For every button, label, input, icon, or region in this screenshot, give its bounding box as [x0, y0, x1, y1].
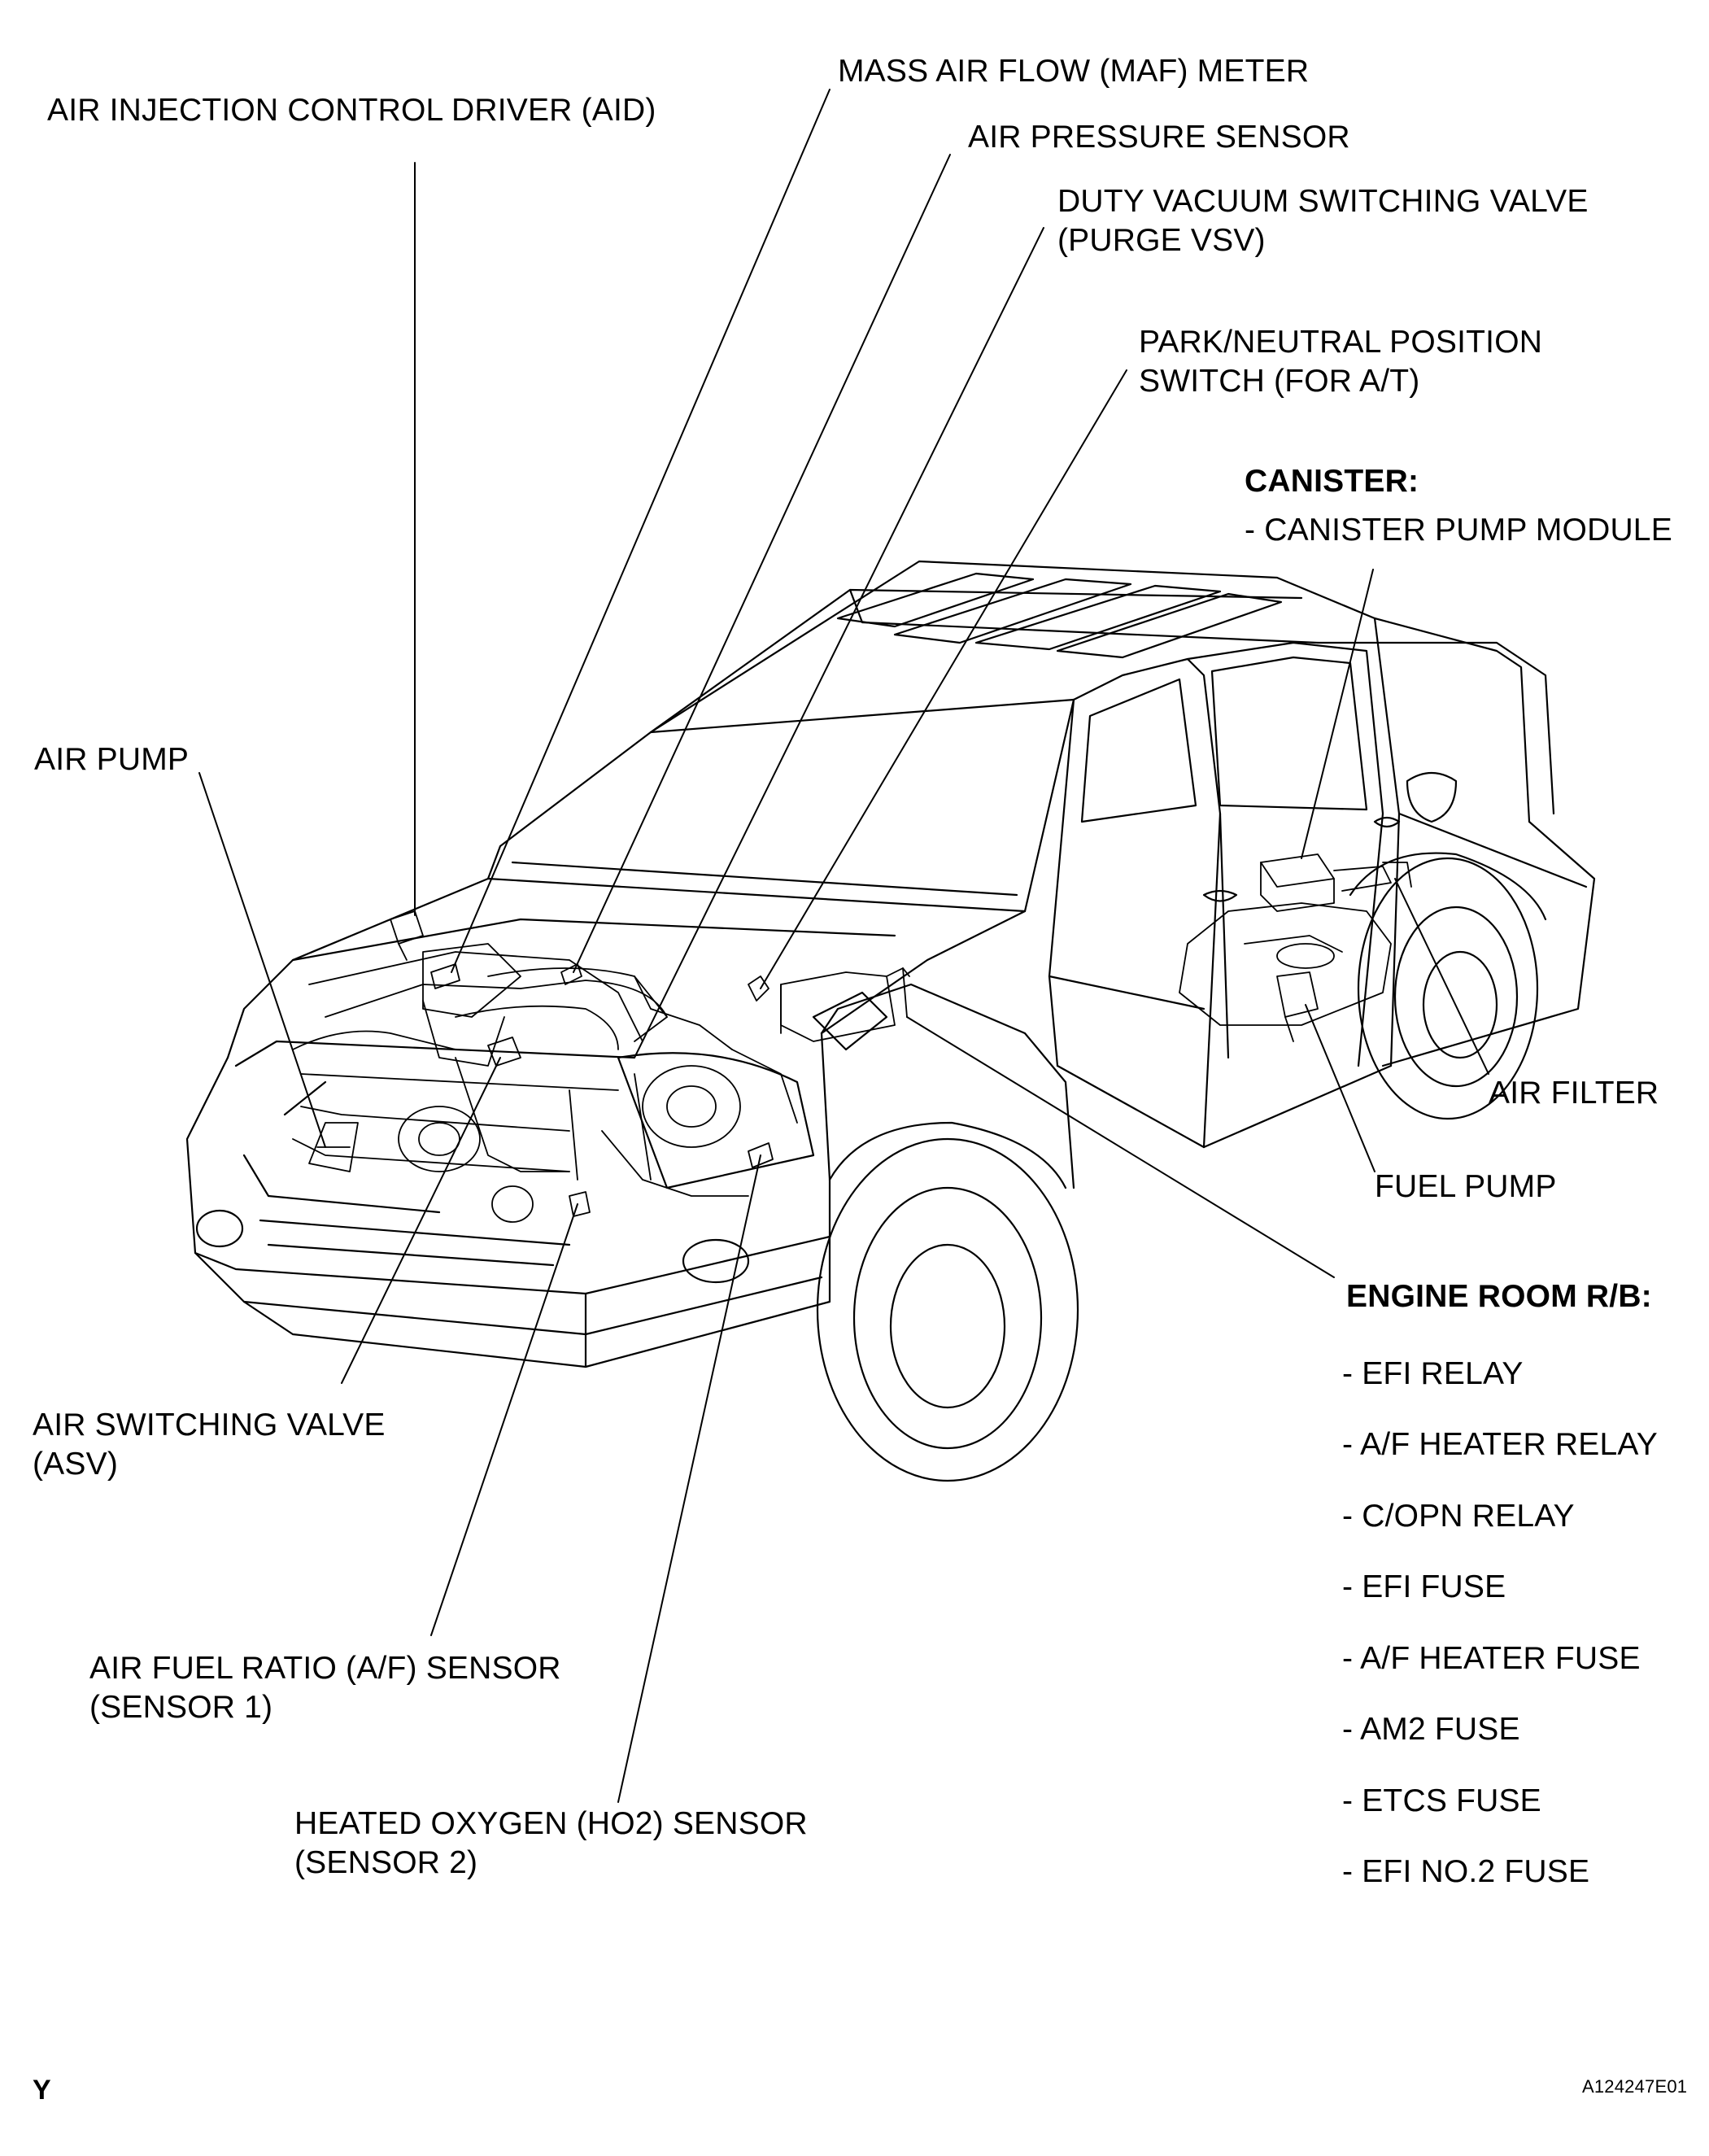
label-asv-line1: AIR SWITCHING VALVE — [33, 1408, 386, 1442]
label-purge-vsv-line1: DUTY VACUUM SWITCHING VALVE — [1057, 184, 1589, 219]
engine-room-item: - EFI RELAY — [1342, 1356, 1524, 1391]
label-park-neutral-line2: SWITCH (FOR A/T) — [1139, 364, 1420, 399]
engine-room-item: - EFI NO.2 FUSE — [1342, 1854, 1590, 1889]
label-ho2-line1: HEATED OXYGEN (HO2) SENSOR — [294, 1806, 808, 1841]
label-af-sensor: AIR FUEL RATIO (A/F) SENSOR (SENSOR 1) — [89, 1649, 561, 1727]
engine-room-item: - C/OPN RELAY — [1342, 1499, 1575, 1534]
engine-room-item: - A/F HEATER RELAY — [1342, 1427, 1658, 1462]
leader-park-neutral — [760, 369, 1127, 989]
label-air-filter: AIR FILTER — [1489, 1076, 1659, 1111]
figure-code: A124247E01 — [1582, 2076, 1688, 2097]
label-canister-title: CANISTER: — [1245, 464, 1419, 499]
truck-body — [185, 560, 1596, 1482]
leader-air-pressure — [573, 154, 951, 973]
engine-room-item: - AM2 FUSE — [1342, 1712, 1520, 1747]
label-air-pump: AIR PUMP — [34, 742, 190, 777]
label-ho2: HEATED OXYGEN (HO2) SENSOR (SENSOR 2) — [294, 1805, 808, 1883]
leader-fuel-pump — [1305, 1004, 1375, 1172]
label-canister-pump: - CANISTER PUMP MODULE — [1245, 513, 1672, 548]
label-aid: AIR INJECTION CONTROL DRIVER (AID) — [47, 93, 656, 128]
engine-room-item: - ETCS FUSE — [1342, 1783, 1541, 1818]
footer-left-mark: Y — [33, 2075, 51, 2106]
leader-engine-room — [906, 1016, 1335, 1278]
label-purge-vsv-line2: (PURGE VSV) — [1057, 223, 1266, 258]
leader-asv — [341, 1057, 501, 1384]
label-air-pressure: AIR PRESSURE SENSOR — [968, 120, 1350, 155]
label-park-neutral-line1: PARK/NEUTRAL POSITION — [1139, 325, 1543, 360]
leader-canister-pump — [1301, 569, 1374, 859]
label-fuel-pump: FUEL PUMP — [1375, 1169, 1557, 1204]
leader-ho2 — [617, 1154, 761, 1803]
engine-bay — [292, 910, 910, 1223]
leader-air-pump — [198, 772, 326, 1148]
leader-maf — [451, 89, 831, 973]
label-af-sensor-line2: (SENSOR 1) — [89, 1690, 273, 1725]
leader-lines — [198, 89, 1489, 1803]
engine-room-item: - EFI FUSE — [1342, 1569, 1506, 1604]
engine-room-item: - A/F HEATER FUSE — [1342, 1641, 1641, 1676]
label-asv: AIR SWITCHING VALVE (ASV) — [33, 1406, 386, 1484]
label-maf: MASS AIR FLOW (MAF) METER — [838, 54, 1310, 89]
leader-air-filter — [1394, 878, 1489, 1075]
leader-purge-vsv — [634, 227, 1044, 1058]
fuel-system — [1179, 853, 1412, 1042]
label-asv-line2: (ASV) — [33, 1447, 119, 1482]
label-purge-vsv: DUTY VACUUM SWITCHING VALVE (PURGE VSV) — [1057, 182, 1589, 260]
label-engine-room-title: ENGINE ROOM R/B: — [1346, 1279, 1652, 1314]
leader-af-sensor — [430, 1203, 578, 1636]
label-ho2-line2: (SENSOR 2) — [294, 1845, 478, 1880]
label-af-sensor-line1: AIR FUEL RATIO (A/F) SENSOR — [89, 1651, 561, 1686]
label-park-neutral: PARK/NEUTRAL POSITION SWITCH (FOR A/T) — [1139, 323, 1542, 401]
